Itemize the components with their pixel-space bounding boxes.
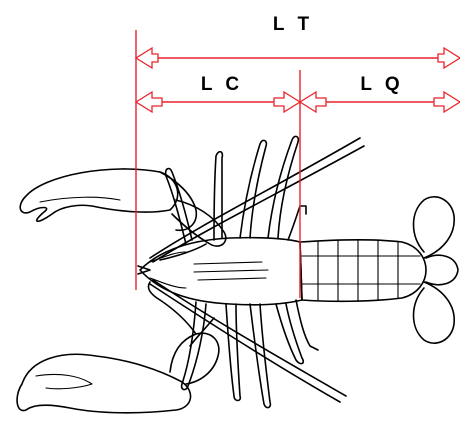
carapace	[138, 238, 302, 305]
antenna-lower	[150, 280, 346, 402]
legs-bottom	[182, 300, 318, 408]
lq-arrow	[300, 92, 460, 112]
label-carapace-length: L C	[201, 74, 243, 95]
lc-arrow	[136, 92, 300, 112]
label-total-length: L T	[273, 14, 313, 35]
abdomen	[300, 240, 426, 302]
tail-fan	[414, 197, 459, 343]
measurement-overlay: L T L C L Q	[136, 14, 460, 298]
label-tail-length: L Q	[360, 74, 403, 95]
lt-arrow	[136, 48, 460, 68]
upper-claw	[20, 169, 226, 260]
lobster-drawing	[17, 136, 458, 412]
lower-claw	[17, 282, 219, 413]
